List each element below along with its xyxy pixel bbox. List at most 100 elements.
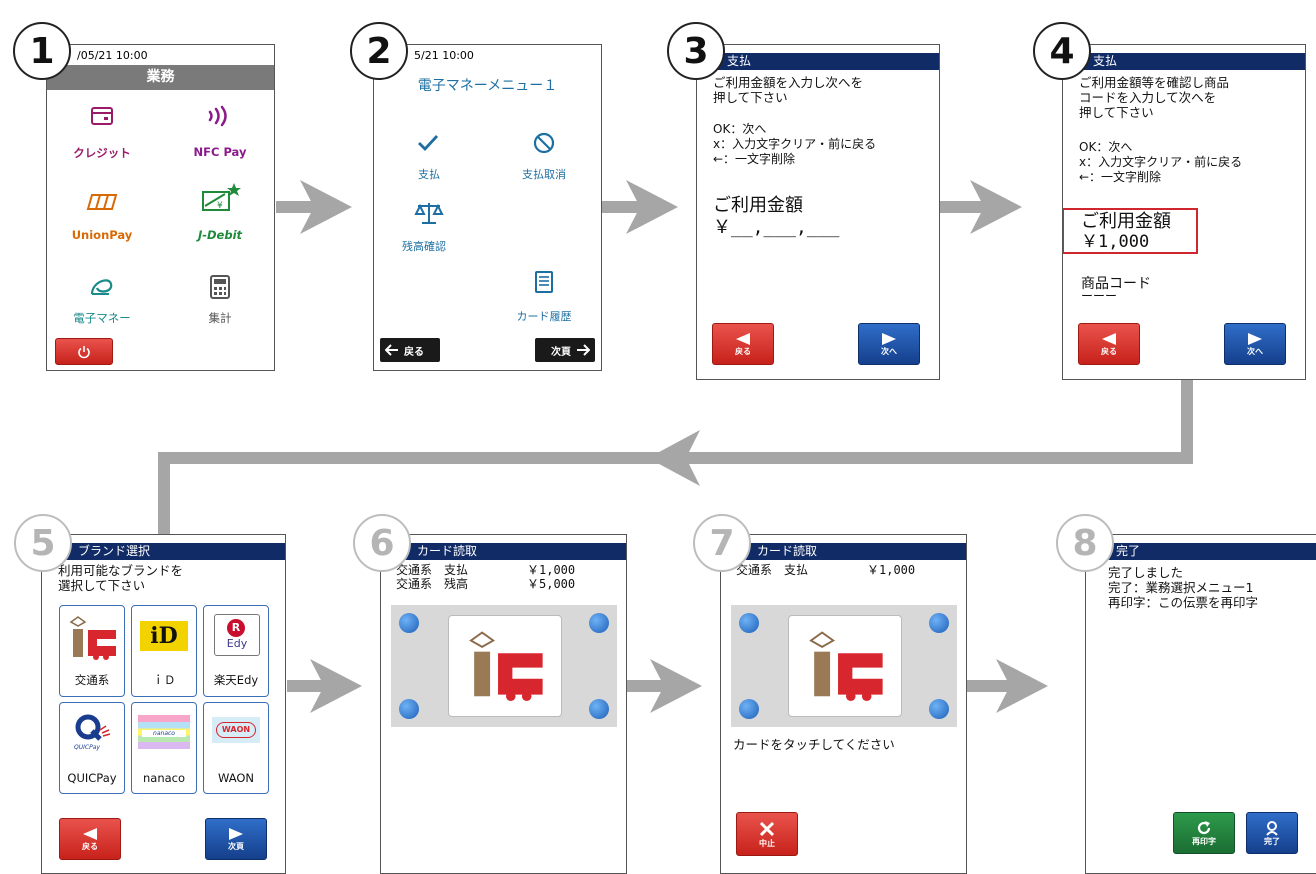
triangle-left-icon	[83, 827, 97, 840]
transit-ic-logo	[809, 631, 883, 702]
menu-item-balance[interactable]: 残高確認	[374, 200, 484, 255]
step-number-4: 4	[1033, 22, 1091, 80]
next-button[interactable]: 次へ	[1224, 323, 1286, 365]
menu-item-card-history[interactable]: カード履歴	[489, 270, 599, 325]
reader-light	[739, 699, 759, 719]
instruction-line: コードを入力して次へを	[1079, 90, 1217, 105]
menu-label: 支払取消	[522, 168, 566, 181]
rakuten-r-mark: R	[227, 619, 245, 637]
screen-header: カード読取	[721, 543, 966, 560]
back-button[interactable]: 戻る	[380, 338, 440, 362]
svg-text:¥: ¥	[217, 201, 223, 211]
menu-item-summary[interactable]: 集計	[165, 270, 274, 330]
step-number-6: 6	[353, 514, 411, 572]
instruction-line: 利用可能なブランドを	[58, 563, 184, 578]
instruction-line: 押して下さい	[1079, 105, 1154, 120]
reader-light	[589, 613, 609, 633]
brand-label: WAON	[217, 771, 255, 785]
menu-item-payment[interactable]: 支払	[374, 133, 484, 183]
step-number-8: 8	[1056, 514, 1114, 572]
brand-id[interactable]: iD ｉＤ	[131, 605, 197, 697]
brand-label: ｉＤ	[152, 673, 176, 687]
menu-item-nfc-pay[interactable]: NFC Pay	[165, 100, 274, 160]
next-page-button[interactable]: 次頁	[205, 818, 267, 860]
product-code-input[interactable]: ーーー	[1081, 289, 1118, 303]
back-button[interactable]: 戻る	[1078, 323, 1140, 365]
screen-header: 完了	[1086, 543, 1316, 560]
menu-item-unionpay[interactable]: UnionPay	[47, 185, 157, 245]
screen-6-card-read: カード読取 交通系 支払 ￥1,000 交通系 残高 ￥5,000	[380, 534, 627, 874]
menu-item-j-debit[interactable]: ¥ J-Debit	[165, 183, 274, 245]
amount-highlight	[1063, 208, 1198, 254]
screen-7-card-touch: カード読取 交通系 支払 ￥1,000 カードをタッチしてください 中止	[720, 534, 967, 874]
screen-8-complete: 完了 完了しました 完了：業務選択メニュー1 再印字：この伝票を再印字 再印字 …	[1085, 534, 1316, 874]
next-label: 次頁	[228, 841, 244, 851]
help-line: x：入力文字クリア・前に戻る	[713, 137, 877, 151]
menu-label: カード履歴	[516, 310, 572, 323]
reprint-option: 再印字：この伝票を再印字	[1108, 595, 1259, 610]
menu-title: 電子マネーメニュー１	[417, 78, 558, 94]
screen-5-brand-select: ブランド選択 利用可能なブランドを 選択して下さい 交通系 iD ｉＤ R Ed…	[41, 534, 286, 874]
close-icon	[759, 821, 775, 836]
step-number-7: 7	[693, 514, 751, 572]
brand-nanaco[interactable]: nanaco nanaco	[131, 702, 197, 794]
arrow-right-icon	[577, 344, 590, 356]
triangle-right-icon	[1248, 332, 1262, 345]
power-icon	[78, 345, 90, 358]
back-label: 戻る	[82, 841, 98, 851]
screen-1-business-menu: /05/21 10:00 業務 クレジット NFC Pay UnionPay ¥	[46, 44, 275, 371]
reader-light	[399, 699, 419, 719]
card-icon	[91, 107, 113, 125]
datetime: /05/21 10:00	[77, 49, 148, 62]
brand-transit[interactable]: 交通系	[59, 605, 125, 697]
waon-mark: WAON	[216, 722, 256, 738]
done-button[interactable]: 完了	[1246, 812, 1298, 854]
reader-light	[399, 613, 419, 633]
emoney-icon	[90, 279, 113, 295]
cancel-button[interactable]: 中止	[736, 812, 798, 856]
screen-header: ブランド選択	[42, 543, 285, 560]
menu-label: 電子マネー	[73, 311, 131, 325]
calculator-icon	[210, 275, 230, 299]
svg-text:QUICPay: QUICPay	[74, 744, 100, 751]
brand-label: 楽天Edy	[213, 673, 259, 687]
brand-label: QUICPay	[67, 771, 117, 785]
next-page-button[interactable]: 次頁	[535, 338, 595, 362]
back-button[interactable]: 戻る	[59, 818, 121, 860]
power-button[interactable]	[55, 338, 113, 365]
balance-amount: ￥5,000	[527, 577, 576, 591]
reader-light	[929, 699, 949, 719]
instruction-line: ご利用金額を入力し次へを	[713, 75, 864, 90]
brand-rakuten-edy[interactable]: R Edy 楽天Edy	[203, 605, 269, 697]
transit-ic-logo	[69, 616, 116, 660]
next-label: 次へ	[1247, 346, 1263, 356]
step-number-5: 5	[14, 514, 72, 572]
reader-light	[739, 613, 759, 633]
menu-item-credit[interactable]: クレジット	[47, 100, 157, 160]
back-button[interactable]: 戻る	[712, 323, 774, 365]
amount-input[interactable]: ￥__,___,___	[713, 217, 840, 238]
back-label: 戻る	[1101, 346, 1117, 356]
datetime: 5/21 10:00	[414, 49, 474, 62]
menu-item-payment-cancel[interactable]: 支払取消	[489, 132, 599, 183]
brand-quicpay[interactable]: QUICPay QUICPay	[59, 702, 125, 794]
back-label: 戻る	[735, 346, 751, 356]
ban-icon	[533, 132, 555, 154]
reprint-button[interactable]: 再印字	[1173, 812, 1235, 854]
list-icon	[535, 271, 553, 293]
amount-value: ￥1,000	[1081, 232, 1150, 252]
help-line: ←：一文字削除	[713, 152, 796, 166]
quicpay-logo: QUICPay	[74, 714, 111, 751]
screen-4-amount-confirm: 支払 ご利用金額等を確認し商品 コードを入力して次へを 押して下さい OK：次へ…	[1062, 44, 1306, 380]
menu-item-emoney[interactable]: 電子マネー	[47, 270, 157, 330]
step-number-2: 2	[350, 22, 408, 80]
back-label: 戻る	[404, 346, 424, 358]
next-button[interactable]: 次へ	[858, 323, 920, 365]
brand-waon[interactable]: WAON WAON	[203, 702, 269, 794]
step-number-1: 1	[13, 22, 71, 80]
triangle-left-icon	[736, 332, 750, 345]
instruction-line: 選択して下さい	[58, 578, 146, 593]
menu-label: 支払	[418, 168, 440, 181]
touch-prompt: カードをタッチしてください	[733, 737, 895, 752]
